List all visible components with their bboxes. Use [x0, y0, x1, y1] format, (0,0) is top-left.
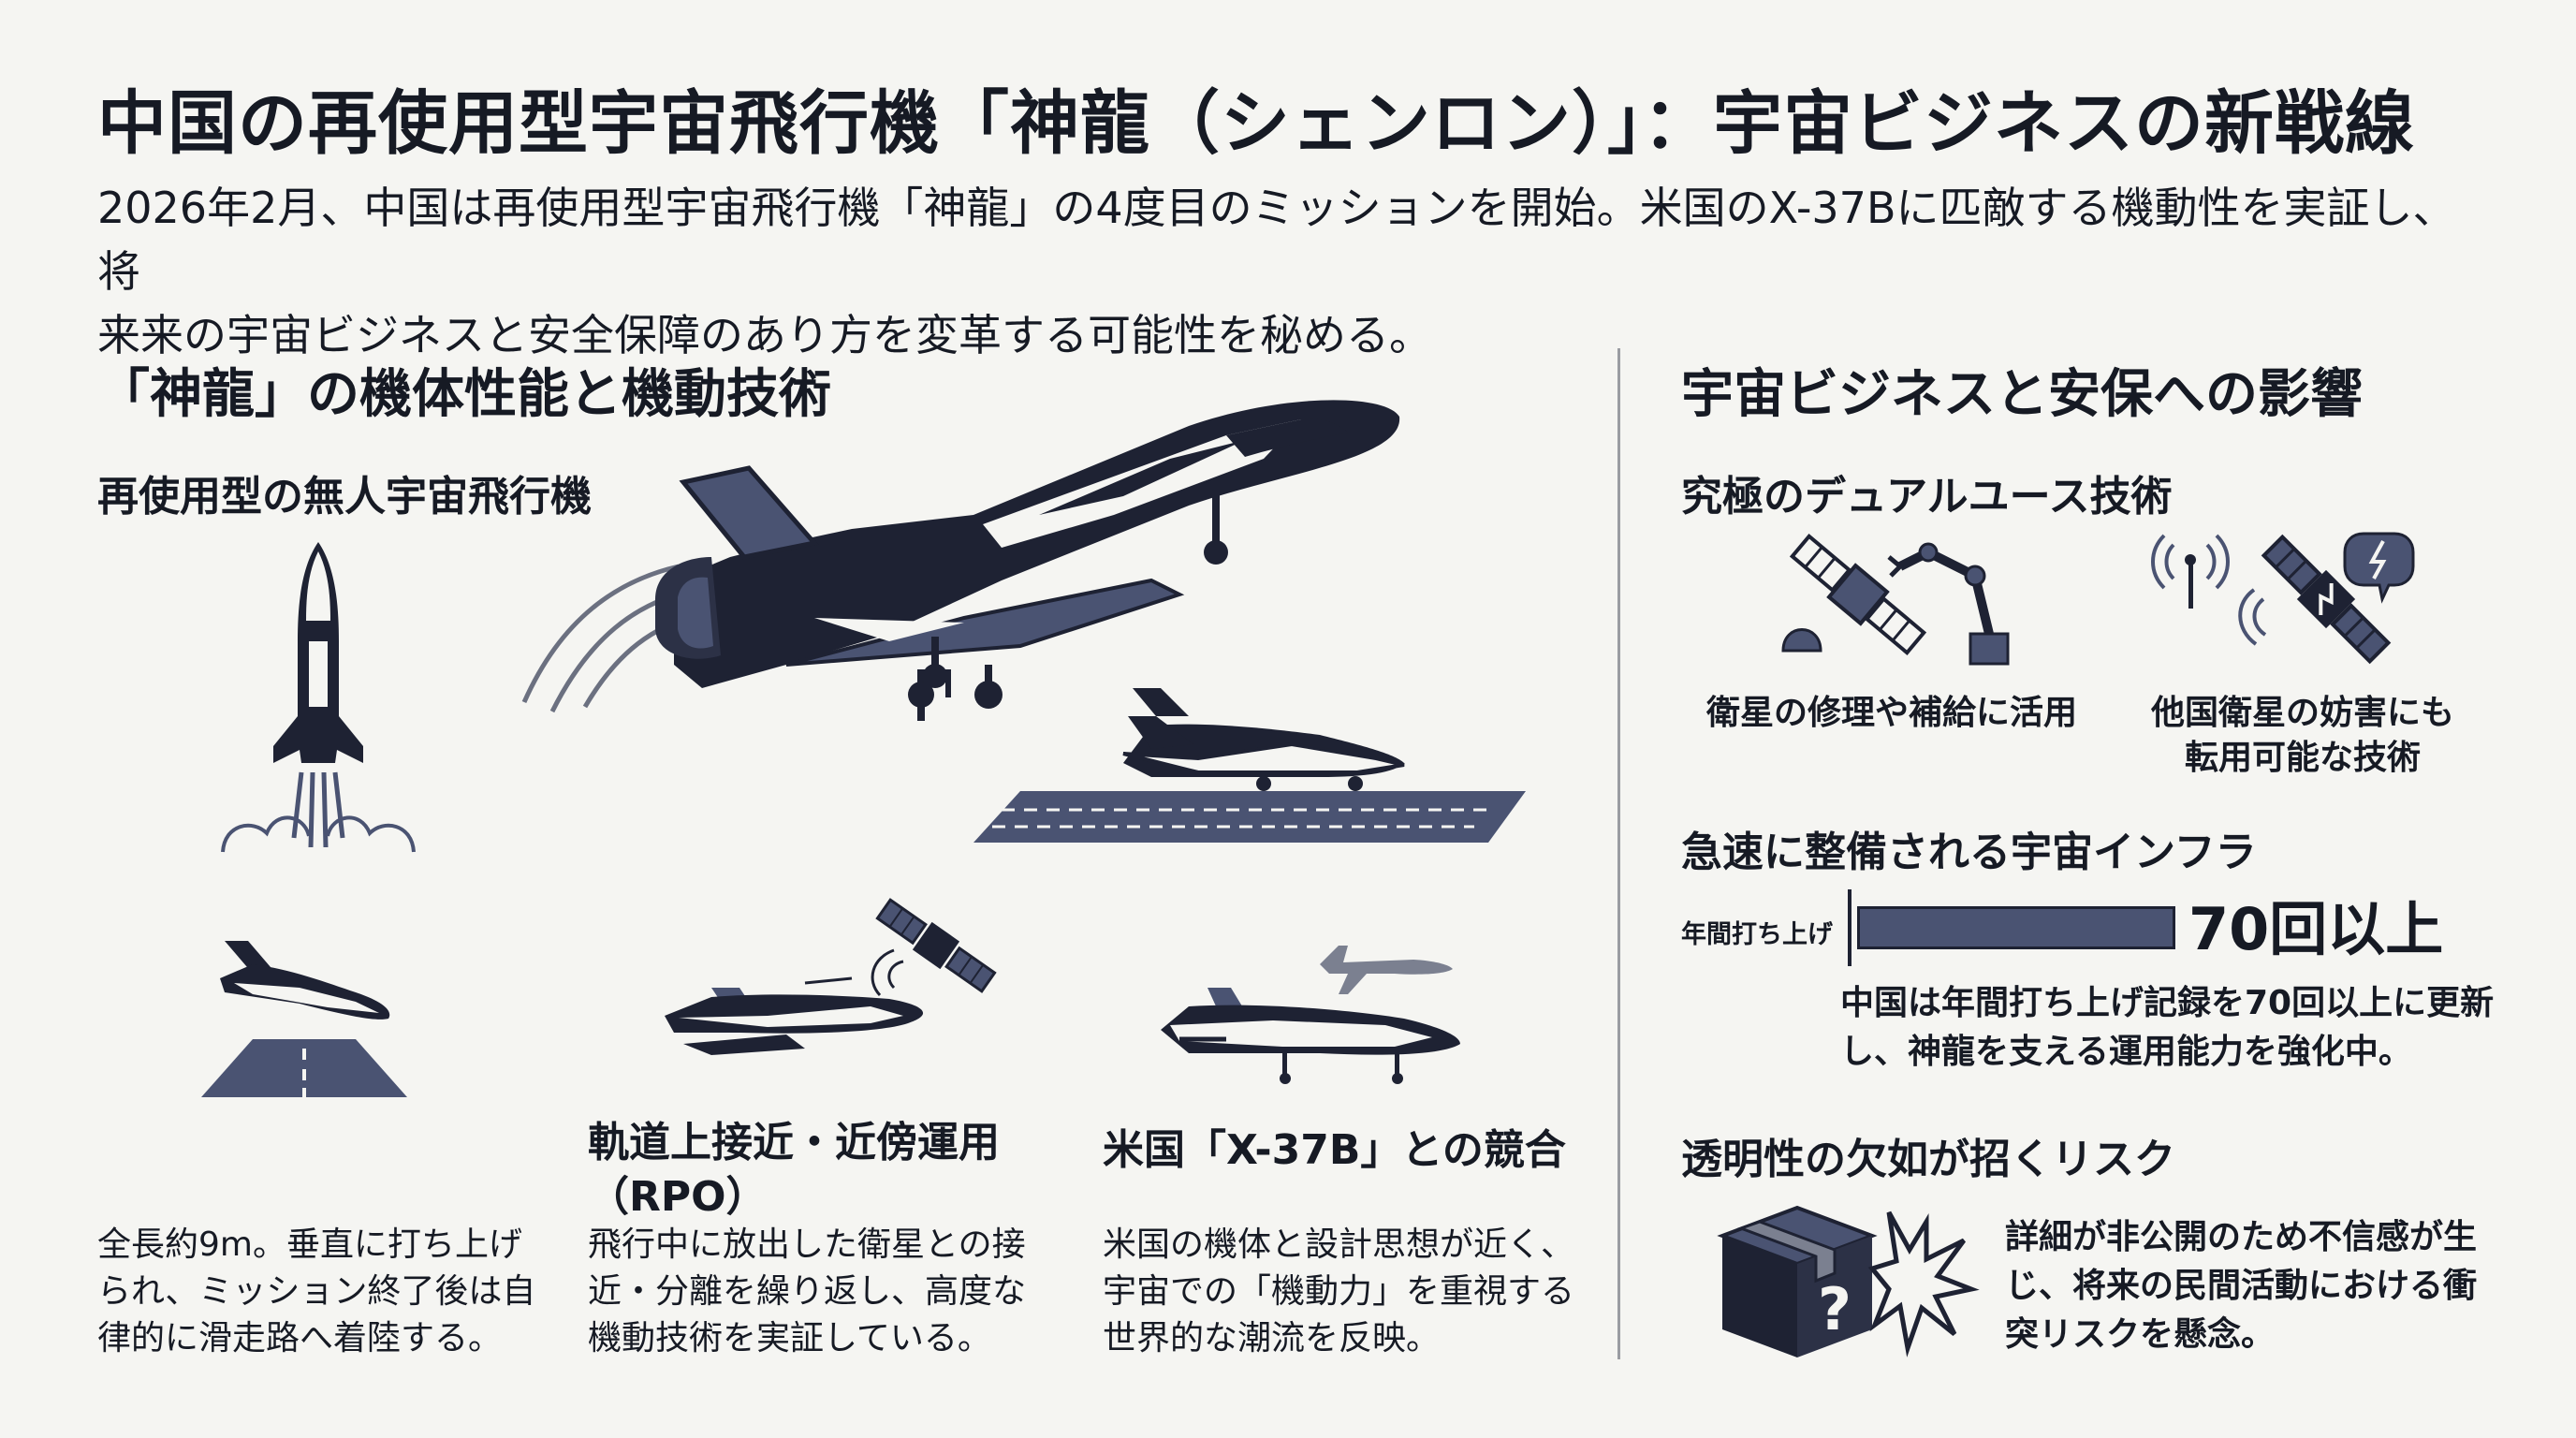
risk-line-3: 突リスクを懸念。: [2005, 1315, 2276, 1354]
col2-line-1: 飛行中に放出した衛星との接: [588, 1225, 1026, 1264]
page-title: 中国の再使用型宇宙飛行機「神龍（シェンロン）」：宇宙ビジネスの新戦線: [97, 83, 2415, 164]
repair-resupply-caption: 衛星の修理や補給に活用: [1705, 694, 2077, 732]
spaceplane-length-text: 全長約9m。垂直に打ち上げ られ、ミッション終了後は自 律的に滑走路へ着陸する。: [97, 1222, 535, 1362]
launch-count-value: 70回以上: [2188, 895, 2444, 963]
lightning-icon: [2343, 532, 2415, 604]
risk-title: 透明性の欠如が招くリスク: [1681, 1136, 2175, 1183]
risk-line-1: 詳細が非公開のため不信感が生: [2005, 1218, 2478, 1256]
rpo-title-line-2: （RPO）: [588, 1173, 768, 1221]
satellite-icon: [875, 898, 997, 993]
col1-line-3: 律的に滑走路へ着陸する。: [97, 1319, 503, 1357]
rpo-spaceplane-icon: [665, 898, 997, 1055]
x37b-text: 米国の機体と設計思想が近く、 宇宙での「機動力」を重視する 世界的な潮流を反映。: [1103, 1222, 1574, 1362]
col3-line-1: 米国の機体と設計思想が近く、: [1103, 1225, 1575, 1264]
burst-icon: [1867, 1211, 1980, 1357]
infra-title: 急速に整備される宇宙インフラ: [1681, 829, 2257, 876]
lead-line-1: 2026年2月、中国は再使用型宇宙飛行機「神龍」の4度目のミッションを開始。米国…: [97, 183, 2456, 297]
col1-line-2: られ、ミッション終了後は自: [97, 1272, 536, 1311]
section-divider: [1617, 348, 1620, 1359]
rpo-text: 飛行中に放出した衛星との接 近・分離を繰り返し、高度な 機動技術を実証している。: [588, 1222, 1026, 1362]
rpo-title-line-1: 軌道上接近・近傍運用: [588, 1119, 1000, 1167]
bar-label: 年間打ち上げ: [1681, 920, 1833, 949]
risk-line-2: じ、将来の民間活動における衝: [2005, 1267, 2478, 1305]
lead-text: 2026年2月、中国は再使用型宇宙飛行機「神龍」の4度目のミッションを開始。米国…: [97, 176, 2494, 367]
col2-line-3: 機動技術を実証している。: [588, 1319, 991, 1357]
spaceplane-icon: [521, 400, 1400, 721]
risk-text: 詳細が非公開のため不信感が生 じ、将来の民間活動における衝 突リスクを懸念。: [2005, 1213, 2477, 1359]
x37b-title: 米国「X-37B」との競合: [1103, 1126, 1566, 1174]
runway-landing-icon: [973, 688, 1526, 843]
infra-line-1: 中国は年間打ち上げ記録を70回以上に更新: [1840, 984, 2495, 1022]
col2-line-2: 近・分離を繰り返し、高度な: [588, 1272, 1027, 1311]
interference-line-2: 転用可能な技術: [2184, 739, 2421, 777]
cardboard-box-icon: ?: [1717, 1205, 1878, 1357]
x37b-comparison-icon: [1161, 946, 1460, 1084]
infra-text: 中国は年間打ち上げ記録を70回以上に更新 し、神龍を支える運用能力を強化中。: [1840, 979, 2494, 1077]
left-section-heading: 「神龍」の機体性能と機動技術: [97, 364, 831, 425]
infra-line-2: し、神龍を支える運用能力を強化中。: [1840, 1033, 2412, 1071]
rocket-icon: [221, 542, 416, 853]
rpo-title: 軌道上接近・近傍運用 （RPO）: [588, 1116, 1000, 1225]
interference-caption: 他国衛星の妨害にも 転用可能な技術: [2106, 691, 2499, 781]
lead-line-2: 来来の宇宙ビジネスと安全保障のあり方を変革する可能性を秘める。: [97, 310, 1432, 360]
col3-line-2: 宇宙での「機動力」を重視する: [1103, 1272, 1575, 1311]
left-subheading: 再使用型の無人宇宙飛行機: [97, 473, 592, 521]
right-section-heading: 宇宙ビジネスと安保への影響: [1681, 364, 2363, 425]
dual-use-title: 究極のデュアルユース技術: [1681, 473, 2173, 521]
shuttle-landing-icon: [201, 941, 407, 1097]
satellite-jamming-icon: [2151, 532, 2415, 665]
launch-count-bar: [1857, 906, 2175, 949]
bar-axis: [1848, 889, 1852, 966]
col1-line-1: 全長約9m。垂直に打ち上げ: [97, 1225, 522, 1264]
col3-line-3: 世界的な潮流を反映。: [1103, 1319, 1441, 1357]
satellite-robot-arm-icon: [1781, 534, 2010, 666]
interference-line-1: 他国衛星の妨害にも: [2150, 694, 2454, 732]
box-question-mark: ?: [1818, 1275, 1852, 1343]
